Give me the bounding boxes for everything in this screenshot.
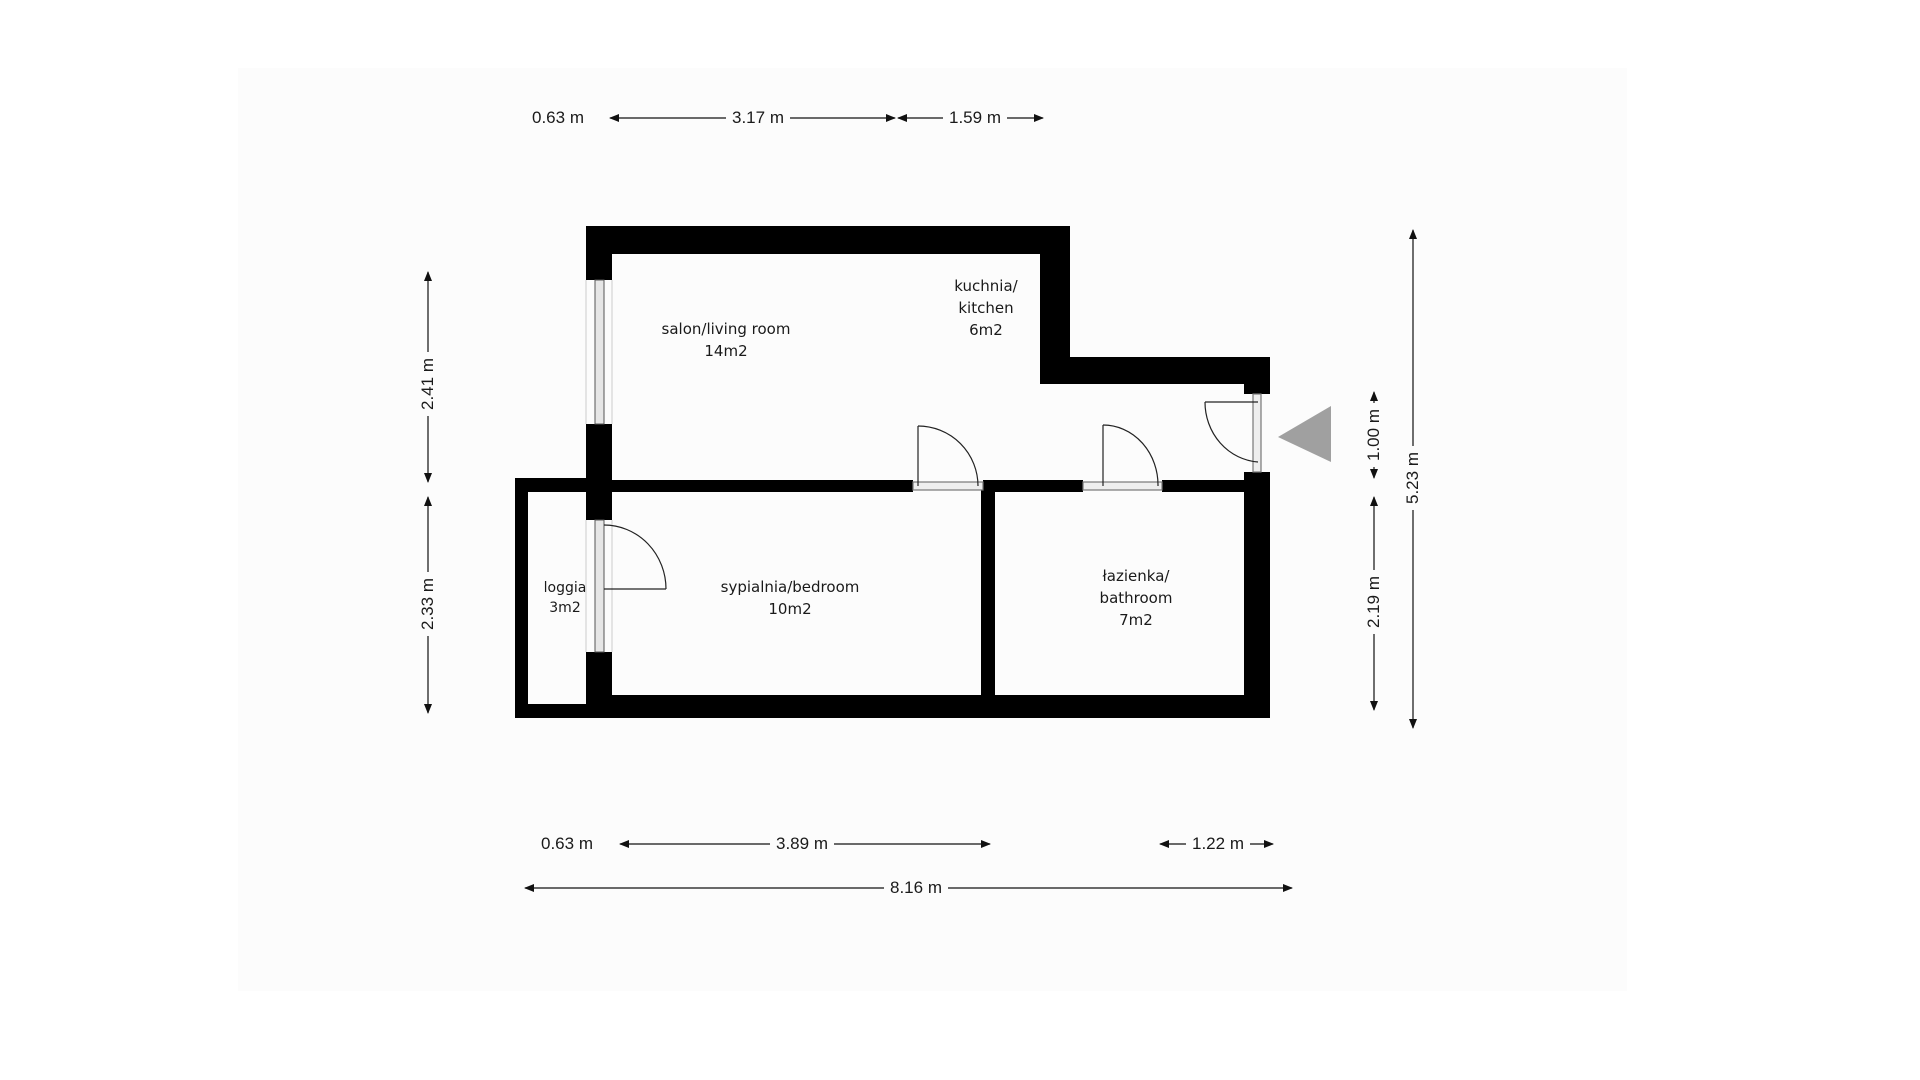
dim-bottom-2: 1.22 m (1186, 834, 1250, 854)
floor-plan-panel (238, 68, 1627, 991)
dim-right-inner-0: 1.00 m (1364, 403, 1384, 467)
dim-bottom-total: 8.16 m (884, 878, 948, 898)
room-area: 14m2 (704, 342, 748, 360)
dim-top-1: 3.17 m (726, 108, 790, 128)
room-name: salon/living room (661, 320, 791, 338)
dim-bottom-0: 0.63 m (535, 834, 599, 854)
room-name: sypialnia/bedroom (720, 578, 860, 596)
dim-left-0: 2.41 m (418, 352, 438, 416)
dim-bottom-1: 3.89 m (770, 834, 834, 854)
room-label-loggia: loggia 3m2 (544, 578, 587, 618)
room-area: 7m2 (1119, 611, 1153, 629)
room-label-bedroom: sypialnia/bedroom 10m2 (721, 576, 860, 620)
dim-top-0: 0.63 m (526, 108, 590, 128)
room-name-en: kitchen (958, 299, 1014, 317)
room-area: 6m2 (969, 321, 1003, 339)
dim-left-1: 2.33 m (418, 572, 438, 636)
room-label-kitchen: kuchnia/ kitchen 6m2 (954, 275, 1017, 341)
room-name: kuchnia/ (954, 277, 1018, 295)
room-area: 3m2 (549, 600, 581, 616)
dim-right-total: 5.23 m (1403, 446, 1423, 510)
room-area: 10m2 (768, 600, 812, 618)
dim-right-inner-1: 2.19 m (1364, 570, 1384, 634)
walls (515, 226, 1270, 718)
room-name: loggia (543, 580, 587, 596)
room-label-salon: salon/living room 14m2 (662, 318, 791, 362)
room-name-en: bathroom (1099, 589, 1173, 607)
room-label-bathroom: łazienka/ bathroom 7m2 (1100, 565, 1173, 631)
entrance-triangle-icon (1278, 406, 1331, 462)
windows (585, 279, 613, 653)
doors (603, 393, 1262, 590)
dim-top-2: 1.59 m (943, 108, 1007, 128)
room-name: łazienka/ (1102, 567, 1170, 585)
